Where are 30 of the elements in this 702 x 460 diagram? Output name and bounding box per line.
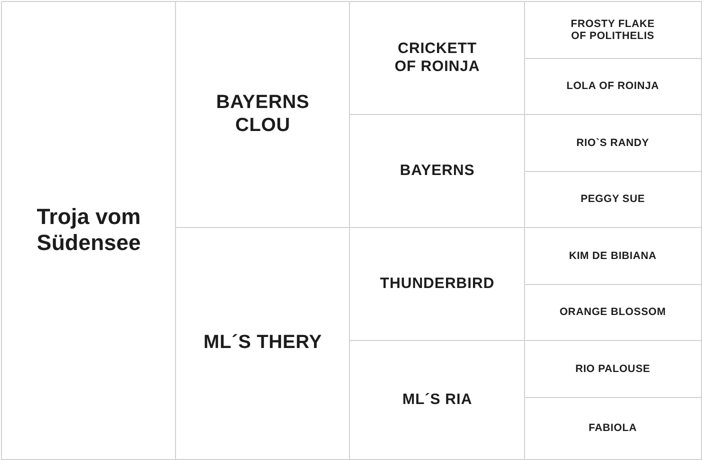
pedigree-name: ORANGE BLOSSOM: [558, 306, 667, 320]
pedigree-cell: [524, 114, 702, 172]
pedigree-cell: [175, 1, 350, 228]
pedigree-cell: [349, 227, 526, 342]
pedigree-cell: [349, 114, 526, 228]
pedigree-cell: [524, 1, 702, 60]
pedigree-name: CRICKETT OF ROINJA: [394, 40, 481, 76]
pedigree-name: PEGGY SUE: [580, 193, 646, 206]
pedigree-name: Troja vom Südensee: [36, 204, 142, 257]
pedigree-cell: [524, 284, 702, 342]
pedigree-name: ML´S RIA: [402, 390, 473, 409]
pedigree-name: LOLA OF ROINJA: [566, 80, 660, 94]
pedigree-name: KIM DE BIBIANA: [568, 250, 658, 263]
pedigree-name: RIO`S RANDY: [576, 136, 650, 150]
pedigree-cell: [524, 58, 702, 116]
pedigree-name: FROSTY FLAKE OF POLITHELIS: [570, 18, 656, 43]
pedigree-cell: [1, 1, 176, 460]
pedigree-name: THUNDERBIRD: [379, 275, 496, 294]
pedigree-name: RIO PALOUSE: [574, 362, 651, 376]
pedigree-cell: [524, 340, 702, 398]
pedigree-cell: [349, 1, 526, 116]
pedigree-cell: [349, 340, 526, 460]
pedigree-cell: [524, 227, 702, 286]
pedigree-cell: [175, 227, 350, 460]
pedigree-name: BAYERNS CLOU: [215, 92, 310, 138]
pedigree-cell: [524, 171, 702, 228]
pedigree-name: FABIOLA: [588, 422, 638, 435]
pedigree-name: ML´S THERY: [202, 332, 323, 355]
pedigree-name: BAYERNS: [399, 162, 476, 180]
pedigree-cell: [524, 397, 702, 460]
